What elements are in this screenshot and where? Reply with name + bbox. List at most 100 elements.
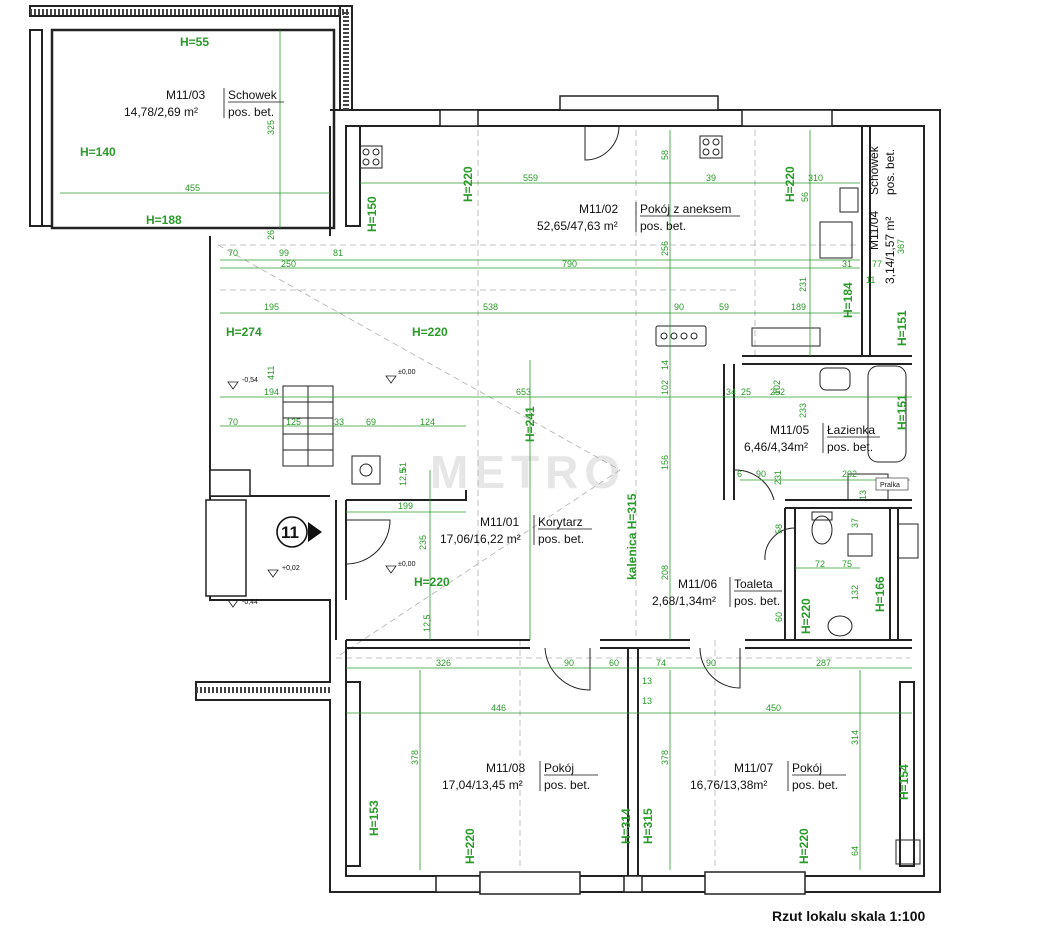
dim: 411	[266, 366, 276, 380]
dim: 69	[366, 417, 376, 427]
dim: 12,5	[398, 468, 408, 486]
room-m11-02: M11/02 Pokój z aneksem 52,65/47,63 m² po…	[537, 202, 740, 233]
height-label: H=220	[799, 598, 813, 634]
room-floor: pos. bet.	[544, 778, 590, 792]
dim: 59	[719, 302, 729, 312]
dim: 653	[516, 387, 531, 397]
room-floor: pos. bet.	[827, 440, 873, 454]
height-label: H=184	[841, 282, 855, 318]
room-code: M11/05	[770, 423, 809, 437]
dim: 102	[660, 380, 670, 395]
room-name: Pokój	[792, 761, 822, 775]
plan-caption: Rzut lokalu skala 1:100	[772, 908, 926, 924]
dim: 202	[842, 469, 857, 479]
dim: 58	[774, 524, 784, 534]
room-m11-03: M11/03 Schowek 14,78/2,69 m² pos. bet.	[124, 88, 284, 119]
room-floor: pos. bet.	[640, 219, 686, 233]
dim: 90	[706, 658, 716, 668]
dim: 51	[398, 462, 408, 472]
dim: 250	[281, 259, 296, 269]
room-m11-05: M11/05 Łazienka 6,46/4,34m² pos. bet.	[744, 423, 880, 454]
height-label: H=241	[523, 406, 537, 442]
watermark: METRO	[430, 446, 626, 498]
room-floor: pos. bet.	[792, 778, 838, 792]
hatched-walls	[30, 9, 350, 693]
height-label: H=315	[641, 808, 655, 844]
height-label: H=220	[797, 828, 811, 864]
dim: 26	[266, 230, 276, 240]
dim: 81	[333, 248, 343, 258]
dim: 34	[726, 387, 736, 397]
height-label: H=220	[461, 166, 475, 202]
room-code: M11/06	[678, 577, 717, 591]
room-m11-04: M11/04 Schowek 3,14/1,57 m² pos. bet.	[867, 145, 897, 284]
dim: 231	[798, 277, 808, 292]
dim: 13	[642, 696, 652, 706]
dim: 559	[523, 173, 538, 183]
room-name: Schowek	[867, 145, 881, 195]
room-m11-07: M11/07 Pokój 16,76/13,38m² pos. bet.	[690, 761, 846, 792]
height-labels: H=55 H=140 H=188 H=220 H=150 H=220 H=274…	[80, 35, 911, 864]
dim: 6	[737, 469, 742, 479]
height-label: H=314	[619, 808, 633, 844]
dim: 326	[436, 658, 451, 668]
height-label: H=151	[895, 394, 909, 430]
dim: 450	[766, 703, 781, 713]
dim: 233	[798, 403, 808, 418]
dim: 14	[660, 360, 670, 370]
room-name: Pokój	[544, 761, 574, 775]
height-label: H=166	[873, 576, 887, 612]
entrance-marker: 11	[276, 516, 322, 548]
height-label: H=220	[783, 166, 797, 202]
dim: 11	[866, 275, 875, 285]
fixtures	[351, 135, 921, 865]
room-code: M11/01	[480, 515, 519, 529]
dim: 195	[264, 302, 279, 312]
dim: 13	[858, 490, 868, 500]
dim: 70	[228, 417, 238, 427]
dim: 252	[770, 387, 785, 397]
dim: 70	[228, 248, 238, 258]
level-mark: -0,54	[242, 377, 258, 384]
room-name: Toaleta	[734, 577, 773, 591]
dim: 367	[896, 239, 906, 254]
dim: 33	[334, 417, 344, 427]
level-mark: +0,02	[282, 565, 300, 572]
room-code: M11/04	[867, 211, 881, 250]
height-label: H=220	[463, 828, 477, 864]
dim: 102	[772, 380, 782, 395]
dim: 189	[791, 302, 806, 312]
room-area: 6,46/4,34m²	[744, 440, 808, 454]
height-label: H=140	[80, 145, 116, 159]
height-label: H=150	[365, 196, 379, 232]
dim: 37	[850, 518, 860, 528]
level-marks: ±0,00 -0,54 ±0,00 +0,02 -0,44	[227, 369, 416, 608]
dim: 90	[756, 469, 766, 479]
ridge-label: kalenica H=315	[625, 493, 639, 580]
dim: 156	[660, 455, 670, 470]
dim: 538	[483, 302, 498, 312]
dim: 310	[808, 173, 823, 183]
room-area: 2,68/1,34m²	[652, 594, 716, 608]
appliance-label: Pralka	[880, 482, 900, 489]
room-name: Korytarz	[538, 515, 583, 529]
room-m11-08: M11/08 Pokój 17,04/13,45 m² pos. bet.	[442, 761, 598, 792]
dim: 99	[279, 248, 289, 258]
height-label: H=154	[897, 764, 911, 800]
room-floor: pos. bet.	[228, 105, 274, 119]
dimension-lines	[60, 30, 912, 870]
dim: 60	[774, 612, 784, 622]
dim: 75	[842, 559, 852, 569]
height-label: H=153	[367, 800, 381, 836]
dim: 199	[398, 501, 413, 511]
doors	[345, 125, 796, 691]
dimension-values: 325 455 26 559 39 310 56 58 256 367 70 9…	[185, 120, 906, 856]
height-label: H=188	[146, 213, 182, 227]
dim: 314	[850, 730, 860, 745]
height-label: H=55	[180, 35, 209, 49]
room-floor: pos. bet.	[538, 532, 584, 546]
dim: 74	[656, 658, 666, 668]
height-label: H=151	[895, 310, 909, 346]
room-area: 3,14/1,57 m²	[883, 217, 897, 284]
dim: 72	[815, 559, 825, 569]
